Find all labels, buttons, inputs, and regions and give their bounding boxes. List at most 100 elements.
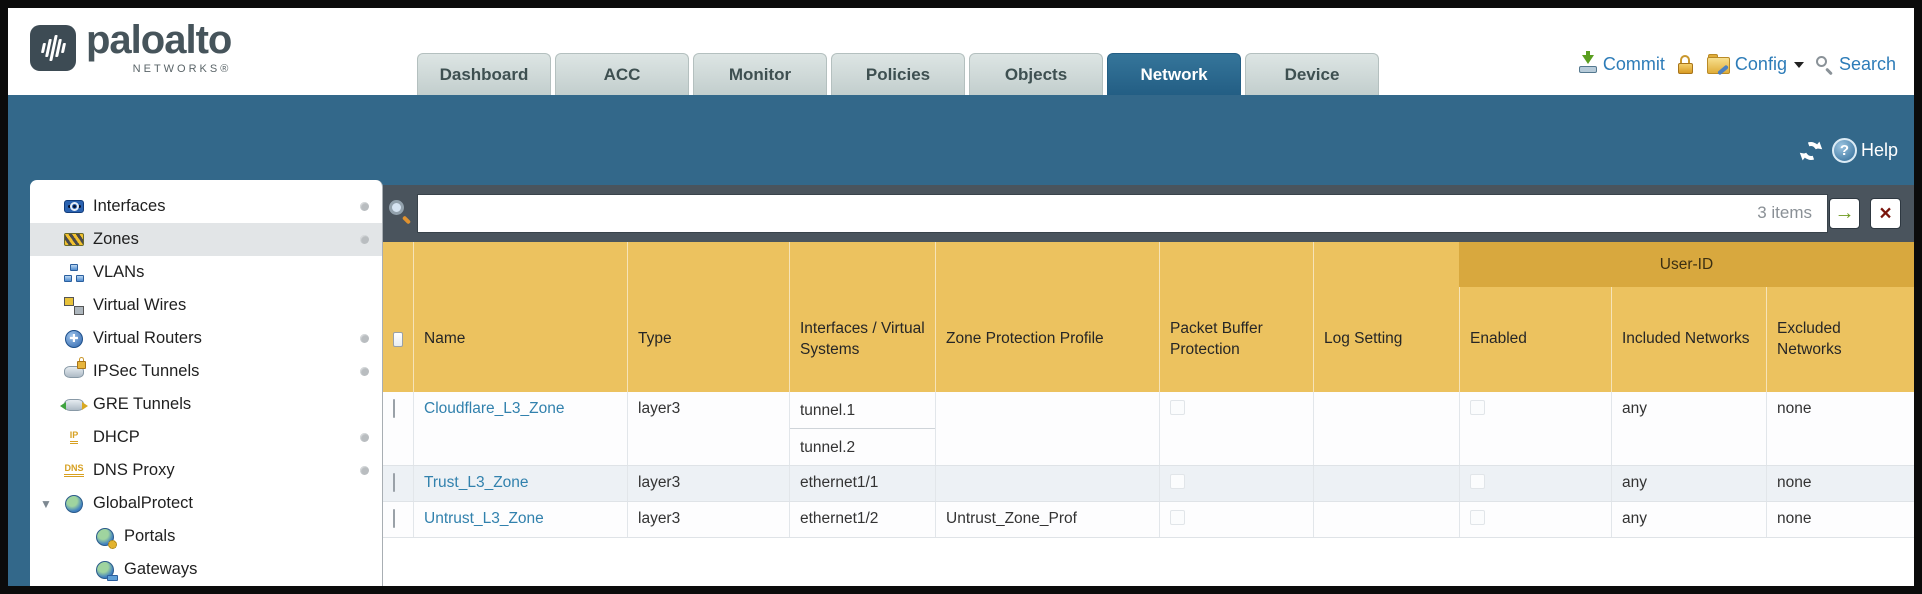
packet-buffer-protection-checkbox <box>1170 474 1185 489</box>
zone-name-link[interactable]: Trust_L3_Zone <box>424 474 529 491</box>
zone-protection-profile <box>935 392 1159 465</box>
sidebar-item-label: GlobalProtect <box>93 494 193 512</box>
paloalto-logo-icon <box>30 24 76 71</box>
refresh-icon[interactable] <box>1797 138 1825 163</box>
tab-device[interactable]: Device <box>1245 53 1379 95</box>
zone-interfaces: tunnel.1 tunnel.2 <box>789 392 935 465</box>
userid-enabled-checkbox <box>1470 510 1485 525</box>
sidebar-item-label: Portals <box>124 527 176 545</box>
commit-button[interactable]: Commit <box>1578 50 1665 75</box>
paloalto-wordmark: paloalto NETWORKS® <box>86 18 232 75</box>
sidebar-item-dns-proxy[interactable]: DNS DNS Proxy <box>30 454 382 487</box>
interface-entry: tunnel.1 <box>790 392 935 429</box>
packet-buffer-protection-checkbox <box>1170 400 1185 415</box>
column-header-name[interactable]: Name <box>413 242 627 392</box>
status-dot <box>360 466 369 475</box>
sidebar-item-interfaces[interactable]: Interfaces <box>30 190 382 223</box>
sidebar-item-globalprotect[interactable]: ▼ GlobalProtect <box>30 487 382 520</box>
table-row: Cloudflare_L3_Zone layer3 tunnel.1 tunne… <box>383 392 1914 466</box>
column-header-interfaces[interactable]: Interfaces / Virtual Systems <box>789 242 935 392</box>
main-nav-tabs: Dashboard ACC Monitor Policies Objects N… <box>417 53 1379 95</box>
userid-enabled-checkbox <box>1470 474 1485 489</box>
userid-enabled-checkbox <box>1470 400 1485 415</box>
commit-label: Commit <box>1602 54 1665 74</box>
sidebar-item-label: Virtual Routers <box>93 329 202 347</box>
sidebar-item-label: Gateways <box>124 560 198 578</box>
row-checkbox[interactable] <box>393 473 395 492</box>
tab-dashboard[interactable]: Dashboard <box>417 53 551 95</box>
chevron-down-icon <box>1793 61 1804 68</box>
zone-name-link[interactable]: Untrust_L3_Zone <box>424 510 544 527</box>
tab-acc[interactable]: ACC <box>555 53 689 95</box>
search-button[interactable]: Search <box>1815 54 1896 75</box>
sidebar-item-gre-tunnels[interactable]: GRE Tunnels <box>30 388 382 421</box>
help-button[interactable]: ? Help <box>1831 138 1898 163</box>
sidebar-item-label: DNS Proxy <box>93 461 175 479</box>
brand-subtitle: NETWORKS® <box>132 63 232 75</box>
row-checkbox[interactable] <box>393 399 395 418</box>
excluded-networks: none <box>1766 502 1914 537</box>
top-header: paloalto NETWORKS® Dashboard ACC Monitor… <box>8 8 1914 95</box>
clear-filter-button[interactable]: × <box>1870 198 1901 229</box>
status-dot <box>360 367 369 376</box>
paloalto-logo: paloalto NETWORKS® <box>30 18 232 75</box>
apply-filter-button[interactable]: → <box>1829 198 1860 229</box>
included-networks: any <box>1611 466 1766 501</box>
column-header-log-setting[interactable]: Log Setting <box>1313 242 1459 392</box>
log-setting <box>1313 502 1459 537</box>
tab-objects[interactable]: Objects <box>969 53 1103 95</box>
sidebar-item-virtual-wires[interactable]: Virtual Wires <box>30 289 382 322</box>
column-header-excluded-networks[interactable]: Excluded Networks <box>1766 242 1914 392</box>
status-dot <box>360 334 369 343</box>
sidebar-item-portals[interactable]: Portals <box>30 520 382 553</box>
sidebar-item-virtual-routers[interactable]: ✚ Virtual Routers <box>30 322 382 355</box>
virtual-routers-icon: ✚ <box>63 329 85 349</box>
expand-caret-icon[interactable]: ▼ <box>40 497 52 511</box>
status-dot <box>360 235 369 244</box>
userid-group-header: User-ID <box>1459 242 1914 287</box>
sidebar-item-dhcp[interactable]: IP DHCP <box>30 421 382 454</box>
table-row: Untrust_L3_Zone layer3 ethernet1/2 Untru… <box>383 502 1914 538</box>
lock-icon[interactable] <box>1677 54 1695 75</box>
excluded-networks: none <box>1766 466 1914 501</box>
sidebar-item-ipsec-tunnels[interactable]: IPSec Tunnels <box>30 355 382 388</box>
filter-input[interactable] <box>417 194 1828 233</box>
config-menu-button[interactable]: Config <box>1706 54 1804 76</box>
column-header-enabled[interactable]: Enabled <box>1459 242 1611 392</box>
column-header-packet-buffer-protection[interactable]: Packet Buffer Protection <box>1159 242 1313 392</box>
sidebar-item-gateways[interactable]: Gateways <box>30 553 382 586</box>
table-header: Name Type Interfaces / Virtual Systems Z… <box>383 242 1914 392</box>
virtual-wires-icon <box>63 296 85 316</box>
tab-network[interactable]: Network <box>1107 53 1241 95</box>
column-header-zone-protection-profile[interactable]: Zone Protection Profile <box>935 242 1159 392</box>
commit-icon <box>1578 50 1598 75</box>
zone-protection-profile <box>935 466 1159 501</box>
zone-type: layer3 <box>627 466 789 501</box>
globalprotect-icon <box>63 494 85 514</box>
column-header-type[interactable]: Type <box>627 242 789 392</box>
sidebar-item-vlans[interactable]: VLANs <box>30 256 382 289</box>
zone-type: layer3 <box>627 392 789 465</box>
zone-name-link[interactable]: Cloudflare_L3_Zone <box>424 400 565 417</box>
search-label: Search <box>1838 54 1896 74</box>
select-all-checkbox[interactable] <box>393 332 403 347</box>
config-label: Config <box>1734 54 1787 74</box>
row-checkbox[interactable] <box>393 509 395 528</box>
vlans-icon <box>63 263 85 283</box>
network-sidebar: Interfaces Zones VLANs Virtual Wires ✚ V… <box>30 180 383 586</box>
included-networks: any <box>1611 502 1766 537</box>
interfaces-icon <box>63 197 85 217</box>
ipsec-tunnels-icon <box>63 356 86 382</box>
zone-type: layer3 <box>627 502 789 537</box>
tab-monitor[interactable]: Monitor <box>693 53 827 95</box>
brand-name: paloalto <box>86 18 232 62</box>
sidebar-item-zones[interactable]: Zones <box>30 223 382 256</box>
included-networks: any <box>1611 392 1766 465</box>
excluded-networks: none <box>1766 392 1914 465</box>
column-header-included-networks[interactable]: Included Networks <box>1611 242 1766 392</box>
browser-viewport: paloalto NETWORKS® Dashboard ACC Monitor… <box>8 8 1914 586</box>
tab-policies[interactable]: Policies <box>831 53 965 95</box>
sidebar-item-label: VLANs <box>93 263 145 281</box>
filter-bar: 3 items → × <box>383 185 1914 242</box>
